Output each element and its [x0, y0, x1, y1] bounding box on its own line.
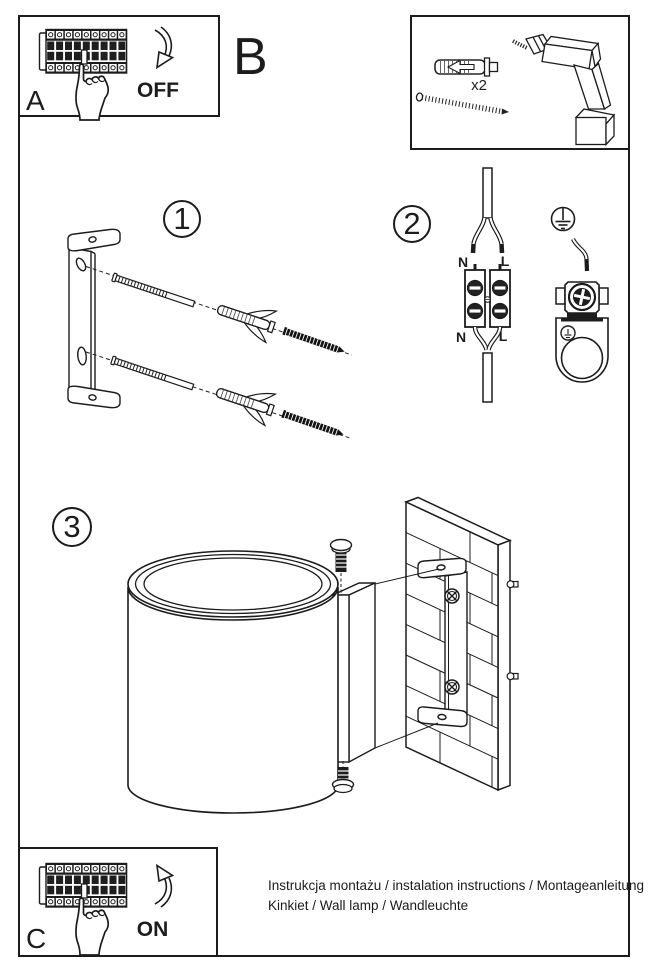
lamp-mount-plate-drawing — [555, 317, 609, 383]
tools-illustration — [415, 33, 616, 147]
label-x2: x2 — [471, 77, 487, 94]
step-3-number: 3 — [52, 507, 92, 547]
step-1-number-text: 1 — [173, 201, 191, 236]
wall-anchor-2 — [216, 388, 278, 427]
bracket-screw-top — [444, 588, 460, 604]
breaker-bottom-row — [46, 63, 127, 73]
tools-box: x2 — [410, 15, 630, 150]
anchor-screw-2 — [281, 409, 344, 436]
hand-press-icon — [75, 897, 110, 956]
breaker-off-illustration — [38, 26, 175, 121]
lamp-cable-drawing — [472, 326, 503, 403]
label-n-bottom: N — [455, 329, 467, 345]
set-screw-top — [329, 538, 353, 593]
drill-icon — [512, 33, 616, 147]
panel-c-box: C ON — [18, 847, 218, 957]
terminal-screws — [466, 279, 509, 320]
mounting-bracket-drawing — [67, 228, 121, 409]
wall-plug-icon — [434, 57, 499, 77]
caption-line-2: Kinkiet / Wall lamp / Wandleuchte — [268, 898, 469, 913]
step-3-figure — [127, 496, 519, 814]
projection-line-top — [374, 568, 440, 585]
ground-terminal-drawing — [555, 281, 609, 318]
label-off: OFF — [137, 79, 179, 102]
label-on: ON — [136, 918, 169, 941]
caption-line-1: Instrukcja montażu / instalation instruc… — [268, 878, 644, 893]
pressed-switch-toggle — [80, 49, 88, 65]
projection-line-bottom — [374, 722, 439, 749]
page-frame — [18, 15, 630, 957]
ground-wire-drawing — [571, 238, 590, 272]
supply-cable-drawing — [470, 167, 505, 270]
step-1-figure — [67, 228, 353, 439]
arrow-down-icon — [154, 26, 175, 70]
wall-bracket-drawing — [417, 557, 468, 728]
lamp-back-block-drawing — [332, 581, 376, 764]
breaker-top-row — [46, 30, 127, 40]
step-2-figure — [464, 167, 609, 403]
breaker-top-row — [46, 864, 127, 874]
ground-symbol-icon — [550, 206, 576, 232]
step-2-number-text: 2 — [403, 206, 421, 241]
step-3-number-text: 3 — [63, 509, 81, 544]
label-c: C — [26, 923, 47, 954]
arrow-up-icon — [154, 863, 175, 908]
section-b-label: B — [233, 28, 268, 86]
label-a: A — [26, 85, 45, 116]
step-2-number: 2 — [393, 205, 431, 243]
lamp-cylinder-drawing — [127, 550, 339, 814]
label-l-top: L — [500, 253, 510, 269]
set-screw-bottom — [331, 761, 355, 794]
step-1-number: 1 — [163, 200, 201, 238]
bracket-screw-bottom — [444, 679, 460, 695]
terminal-block-drawing — [464, 269, 511, 328]
pressed-switch-toggle — [80, 883, 88, 899]
breaker-bottom-row — [46, 897, 127, 907]
label-l-bottom: L — [498, 328, 508, 344]
wall-anchor-1 — [217, 305, 279, 344]
wall-screw-tips — [506, 580, 519, 681]
hand-press-icon — [75, 63, 110, 121]
screw-icon — [415, 92, 509, 115]
mounting-screw-1 — [111, 272, 196, 308]
anchor-screw-1 — [282, 326, 345, 353]
label-n-top: N — [457, 254, 469, 270]
breaker-switch-rows — [47, 875, 126, 895]
mounting-screw-2 — [110, 355, 195, 391]
breaker-on-illustration — [38, 862, 175, 956]
panel-a-box: A OFF — [18, 15, 220, 121]
